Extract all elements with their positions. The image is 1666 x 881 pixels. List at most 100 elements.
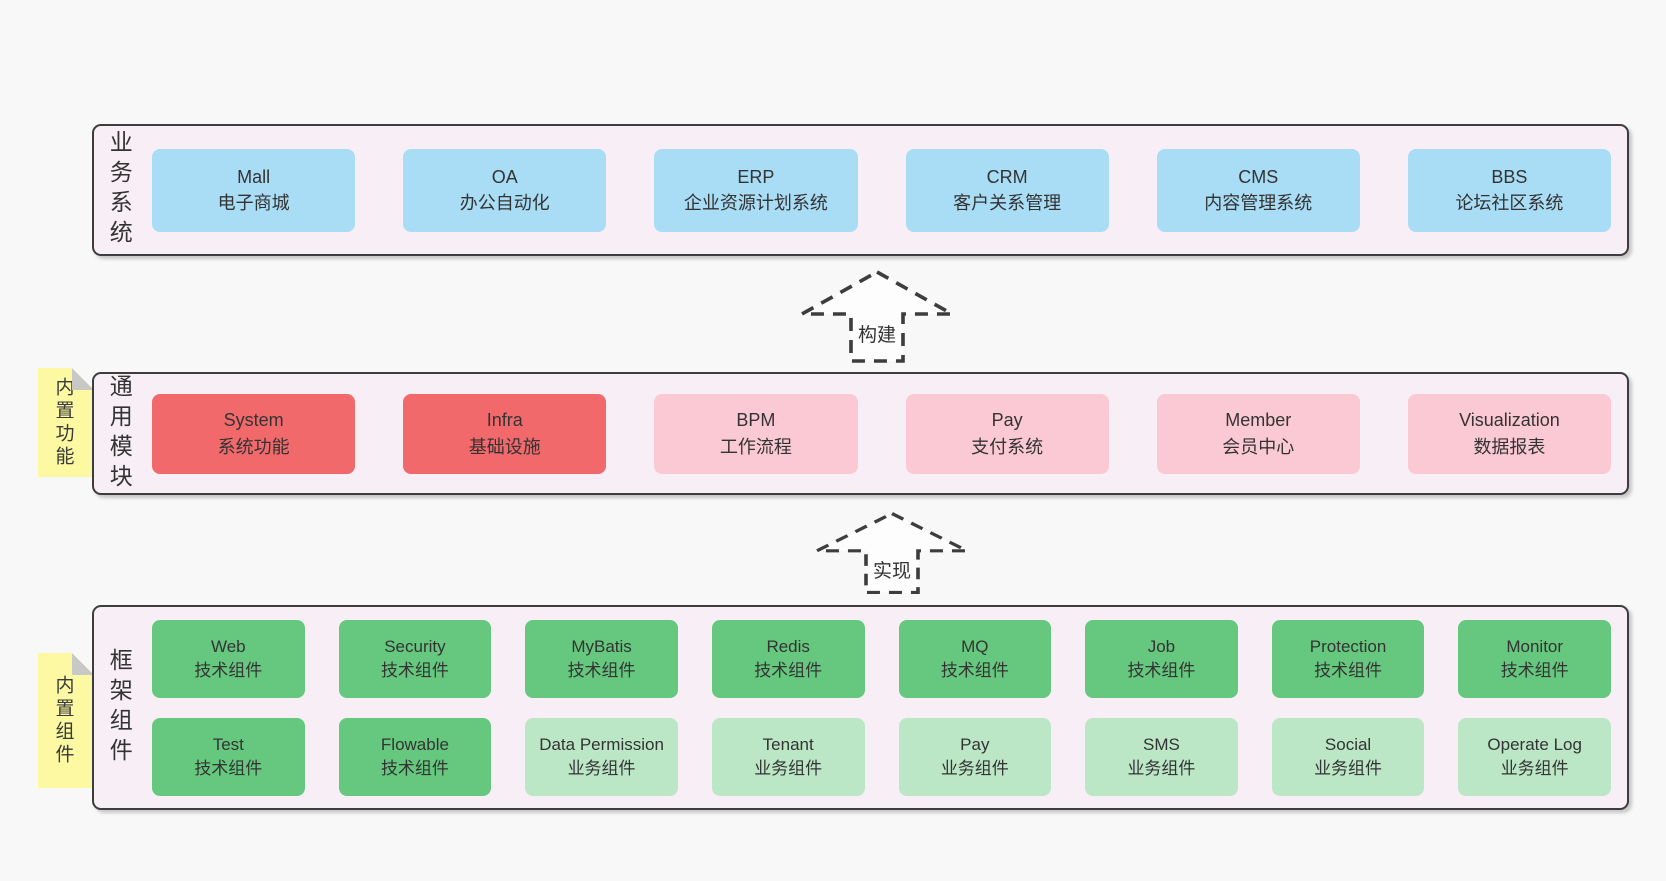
arrow-label: 实现 — [869, 556, 915, 584]
module-name: Mall — [237, 166, 271, 187]
module-desc: 客户关系管理 — [953, 193, 1062, 213]
build-arrow: 构建 — [792, 268, 962, 365]
module-name: CRM — [986, 166, 1028, 187]
module-name: Pay — [960, 734, 990, 754]
module-desc: 技术组件 — [1127, 660, 1196, 680]
module-name: Monitor — [1506, 636, 1564, 656]
module-box-bpm: BPM 工作流程 — [654, 393, 858, 474]
sticky-note-text: 内置组件 — [52, 674, 74, 767]
module-name: CMS — [1238, 166, 1279, 187]
module-desc: 技术组件 — [380, 660, 449, 680]
module-box-mybatis: MyBatis 技术组件 — [525, 619, 678, 698]
module-box-visualization: Visualization 数据报表 — [1407, 393, 1612, 474]
module-box-pay: Pay 业务组件 — [898, 717, 1052, 796]
module-box-mq: MQ 技术组件 — [898, 619, 1052, 698]
module-desc: 技术组件 — [194, 660, 263, 680]
band-side-label: 通用模块 — [106, 373, 133, 494]
module-desc: 电子商城 — [217, 193, 290, 213]
module-desc: 数据报表 — [1473, 436, 1546, 457]
module-desc: 技术组件 — [1500, 660, 1569, 680]
module-desc: 会员中心 — [1222, 436, 1295, 457]
module-name: Social — [1324, 734, 1372, 754]
module-name: Security — [384, 636, 446, 656]
module-desc: 业务组件 — [567, 758, 636, 778]
module-name: Protection — [1309, 636, 1387, 656]
module-desc: 内容管理系统 — [1204, 193, 1313, 213]
module-desc: 支付系统 — [971, 436, 1044, 457]
module-box-pay: Pay 支付系统 — [905, 393, 1109, 474]
module-box-erp: ERP 企业资源计划系统 — [654, 148, 858, 232]
module-box-data-permission: Data Permission 业务组件 — [525, 717, 678, 796]
module-name: BPM — [736, 410, 776, 431]
module-name: ERP — [737, 166, 775, 187]
module-box-test: Test 技术组件 — [152, 717, 305, 796]
module-desc: 业务组件 — [940, 758, 1009, 778]
module-desc: 技术组件 — [940, 660, 1009, 680]
module-box-monitor: Monitor 技术组件 — [1458, 619, 1611, 698]
band-side-label: 业务系统 — [106, 130, 133, 250]
module-desc: 业务组件 — [1314, 758, 1383, 778]
sticky-note-text: 内置功能 — [52, 376, 74, 469]
module-desc: 业务组件 — [1127, 758, 1196, 778]
module-name: Job — [1147, 636, 1176, 656]
module-desc: 技术组件 — [567, 660, 636, 680]
module-box-job: Job 技术组件 — [1085, 619, 1238, 698]
module-desc: 办公自动化 — [459, 193, 550, 213]
folded-corner-icon — [72, 368, 94, 390]
module-desc: 工作流程 — [719, 436, 792, 457]
sticky-note-builtin-components: 内置组件 — [38, 653, 94, 788]
module-name: Operate Log — [1487, 734, 1582, 754]
module-desc: 技术组件 — [380, 758, 449, 778]
implement-arrow: 实现 — [807, 510, 977, 596]
module-desc: 基础设施 — [468, 436, 541, 457]
module-box-cms: CMS 内容管理系统 — [1156, 148, 1360, 232]
module-box-mall: Mall 电子商城 — [152, 148, 356, 232]
module-box-redis: Redis 技术组件 — [711, 619, 865, 698]
module-name: Redis — [766, 636, 810, 656]
module-name: Infra — [486, 410, 523, 431]
module-box-protection: Protection 技术组件 — [1271, 619, 1425, 698]
module-box-security: Security 技术组件 — [338, 619, 492, 698]
module-desc: 企业资源计划系统 — [683, 193, 828, 213]
module-name: Data Permission — [539, 734, 664, 754]
module-desc: 技术组件 — [1314, 660, 1383, 680]
module-desc: 技术组件 — [754, 660, 823, 680]
module-desc: 系统功能 — [217, 436, 290, 457]
module-name: Web — [210, 636, 246, 656]
module-name: Flowable — [380, 734, 449, 754]
dashed-up-arrow-icon — [795, 269, 959, 363]
band-side-label: 框架组件 — [106, 647, 133, 768]
module-desc: 技术组件 — [194, 758, 263, 778]
module-name: Visualization — [1459, 410, 1560, 431]
module-box-social: Social 业务组件 — [1271, 717, 1425, 796]
module-box-flowable: Flowable 技术组件 — [338, 717, 492, 796]
folded-corner-icon — [72, 653, 94, 675]
dashed-up-arrow-icon — [810, 511, 974, 595]
module-name: Pay — [991, 410, 1023, 431]
module-name: BBS — [1491, 166, 1528, 187]
module-box-web: Web 技术组件 — [152, 619, 305, 698]
module-name: MyBatis — [571, 636, 632, 656]
sticky-note-builtin-features: 内置功能 — [38, 368, 94, 477]
arrow-label: 构建 — [854, 320, 900, 348]
module-name: Member — [1225, 410, 1292, 431]
module-name: Test — [212, 734, 244, 754]
module-box-member: Member 会员中心 — [1156, 393, 1360, 474]
module-box-crm: CRM 客户关系管理 — [905, 148, 1109, 232]
module-name: MQ — [961, 636, 989, 656]
